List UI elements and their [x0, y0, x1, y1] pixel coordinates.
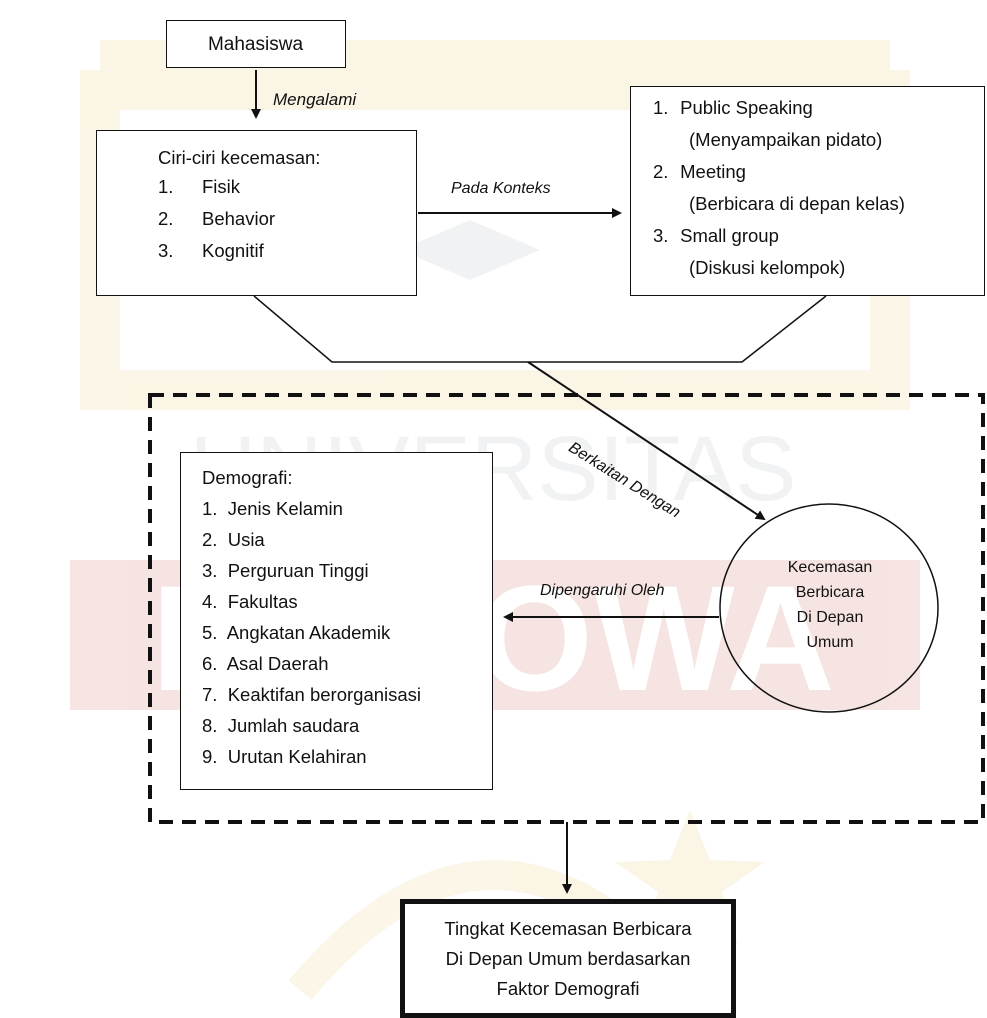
demografi-item-4: 4. Fakultas: [202, 591, 298, 612]
arrow-berkaitan-dengan: [527, 361, 766, 521]
result-line-3: Faktor Demografi: [496, 978, 640, 999]
dashed-group-frame: [148, 393, 985, 824]
demografi-box: Demografi: 1. Jenis Kelamin 2. Usia 3. P…: [180, 452, 493, 790]
demografi-title: Demografi:: [202, 467, 293, 488]
demografi-item-6: 6. Asal Daerah: [202, 653, 329, 674]
edge-label-mengalami: Mengalami: [273, 90, 357, 109]
konteks-box: 1. Public Speaking (Menyampaikan pidato)…: [630, 86, 985, 296]
ciri-kecemasan-box: Ciri-ciri kecemasan: 1.Fisik 2.Behavior …: [96, 130, 417, 296]
konteks-item-3: 3. Small group: [653, 225, 779, 246]
result-line-1: Tingkat Kecemasan Berbicara: [444, 918, 692, 939]
konteks-item-2-sub: (Berbicara di depan kelas): [689, 193, 905, 214]
ciri-item-1: 1.Fisik: [158, 176, 241, 197]
konteks-item-3-sub: (Diskusi kelompok): [689, 257, 846, 278]
ciri-item-3: 3.Kognitif: [158, 240, 264, 261]
kecemasan-ellipse: [719, 503, 939, 713]
ciri-title: Ciri-ciri kecemasan:: [158, 147, 321, 168]
demografi-item-9: 9. Urutan Kelahiran: [202, 746, 367, 767]
result-line-2: Di Depan Umum berdasarkan: [445, 948, 691, 969]
kecemasan-line-1: Kecemasan: [787, 559, 873, 576]
konteks-item-1: 1. Public Speaking: [653, 97, 813, 118]
kecemasan-line-4: Umum: [806, 634, 854, 651]
edge-label-pada-konteks: Pada Konteks: [451, 180, 551, 197]
demografi-item-5: 5. Angkatan Akademik: [202, 622, 391, 643]
demografi-item-1: 1. Jenis Kelamin: [202, 498, 343, 519]
demografi-item-3: 3. Perguruan Tinggi: [202, 560, 369, 581]
konteks-item-1-sub: (Menyampaikan pidato): [689, 129, 883, 150]
result-box: Tingkat Kecemasan Berbicara Di Depan Umu…: [400, 899, 736, 1018]
merge-connector: [253, 295, 827, 363]
ciri-item-2: 2.Behavior: [158, 208, 276, 229]
demografi-item-7: 7. Keaktifan berorganisasi: [202, 684, 422, 705]
mahasiswa-label: Mahasiswa: [207, 34, 304, 55]
edge-label-dipengaruhi-oleh: Dipengaruhi Oleh: [540, 582, 665, 599]
demografi-item-2: 2. Usia: [202, 529, 265, 550]
konteks-item-2: 2. Meeting: [653, 161, 746, 182]
mahasiswa-box: Mahasiswa: [166, 20, 346, 68]
kecemasan-line-2: Berbicara: [795, 584, 865, 601]
demografi-item-8: 8. Jumlah saudara: [202, 715, 360, 736]
kecemasan-line-3: Di Depan: [796, 609, 864, 626]
